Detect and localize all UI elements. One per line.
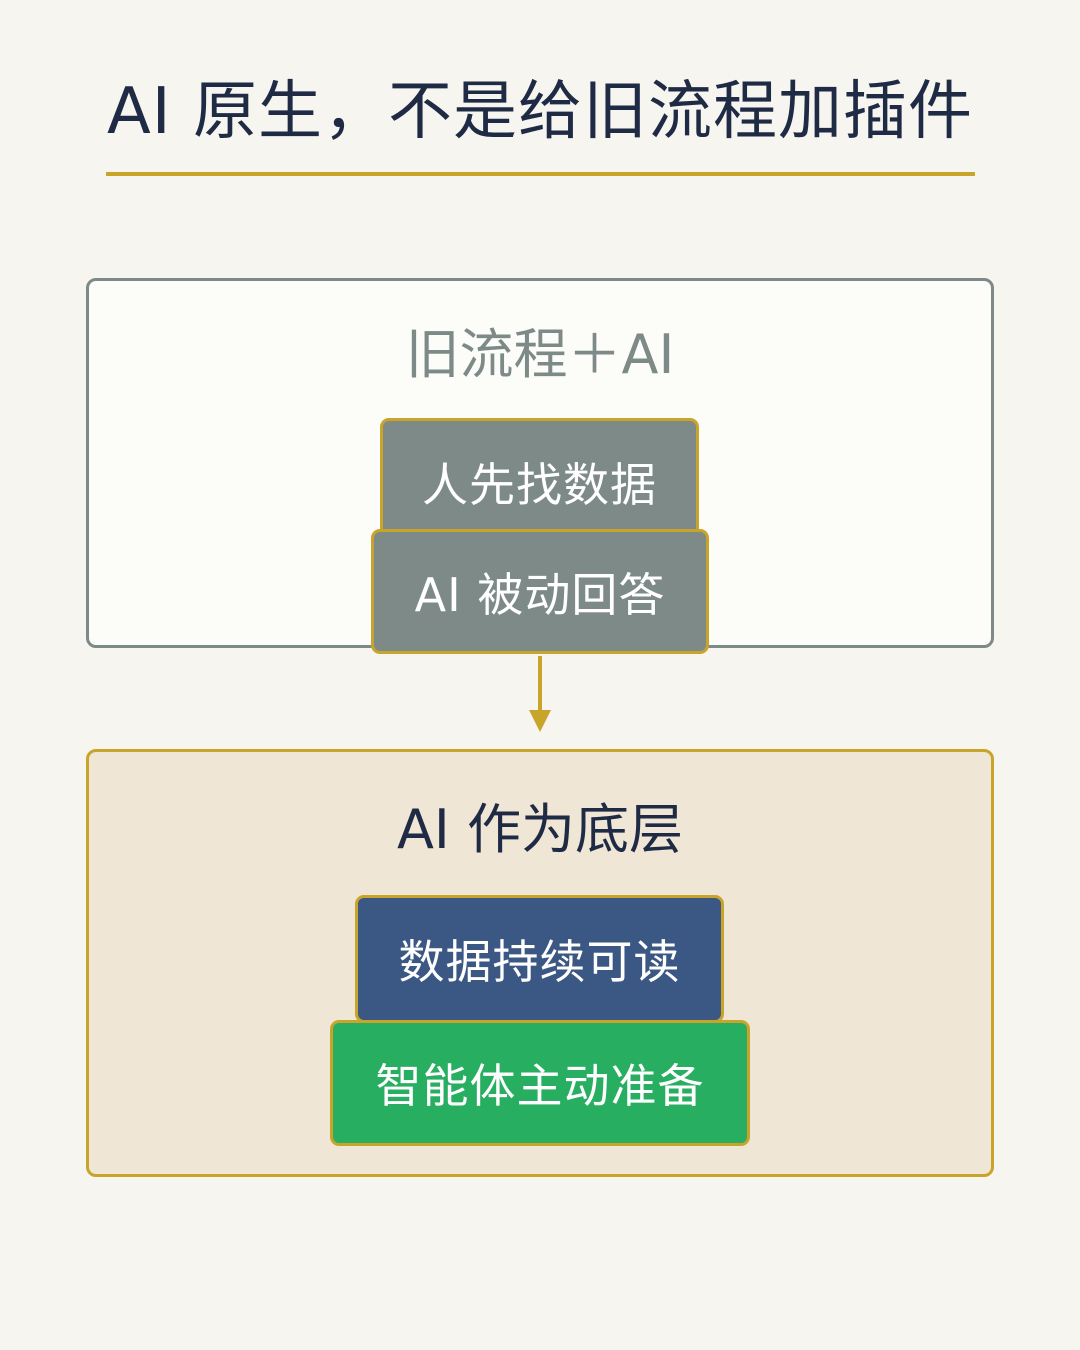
old-workflow-heading: 旧流程＋AI xyxy=(405,323,675,386)
ai-native-heading: AI 作为底层 xyxy=(396,798,684,861)
step-data-readable: 数据持续可读 xyxy=(355,895,724,1023)
step-people-find-data: 人先找数据 xyxy=(380,418,699,546)
step-ai-passive-answer: AI 被动回答 xyxy=(371,529,709,654)
title-underline xyxy=(106,172,975,176)
arrow-down-icon xyxy=(529,656,551,732)
step-agent-prepares: 智能体主动准备 xyxy=(330,1020,750,1146)
page-title: AI 原生，不是给旧流程加插件 xyxy=(107,75,973,149)
